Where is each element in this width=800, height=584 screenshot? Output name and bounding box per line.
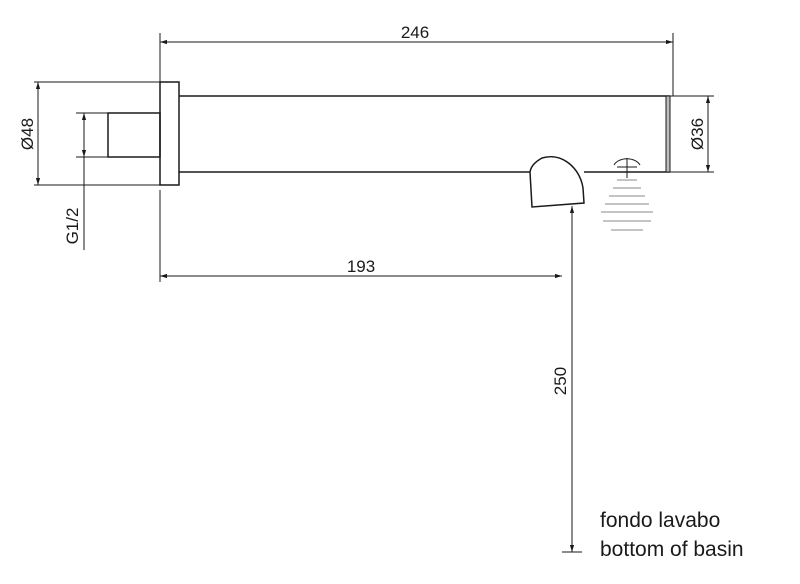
dim-label-246: 246 <box>401 23 429 42</box>
dim-label-g12: G1/2 <box>63 208 82 245</box>
dim-label-36: Ø36 <box>688 118 707 150</box>
dimension-lines <box>35 39 711 552</box>
dim-label-193: 193 <box>347 257 375 276</box>
thread-connector <box>107 112 161 158</box>
dim-label-48: Ø48 <box>18 118 37 150</box>
basin-note: fondo lavabo bottom of basin <box>600 509 744 561</box>
sensor-icon <box>601 158 653 231</box>
extension-lines <box>34 33 714 553</box>
spout-body <box>107 81 671 208</box>
dimension-labels: 246 193 250 Ø48 G1/2 Ø36 <box>18 23 707 395</box>
wall-flange <box>159 81 180 186</box>
aerator-outlet <box>529 156 585 208</box>
note-line-italian: fondo lavabo <box>600 509 720 532</box>
dim-label-250: 250 <box>551 367 570 395</box>
note-line-english: bottom of basin <box>600 538 744 561</box>
spout-end-cap <box>665 95 671 173</box>
